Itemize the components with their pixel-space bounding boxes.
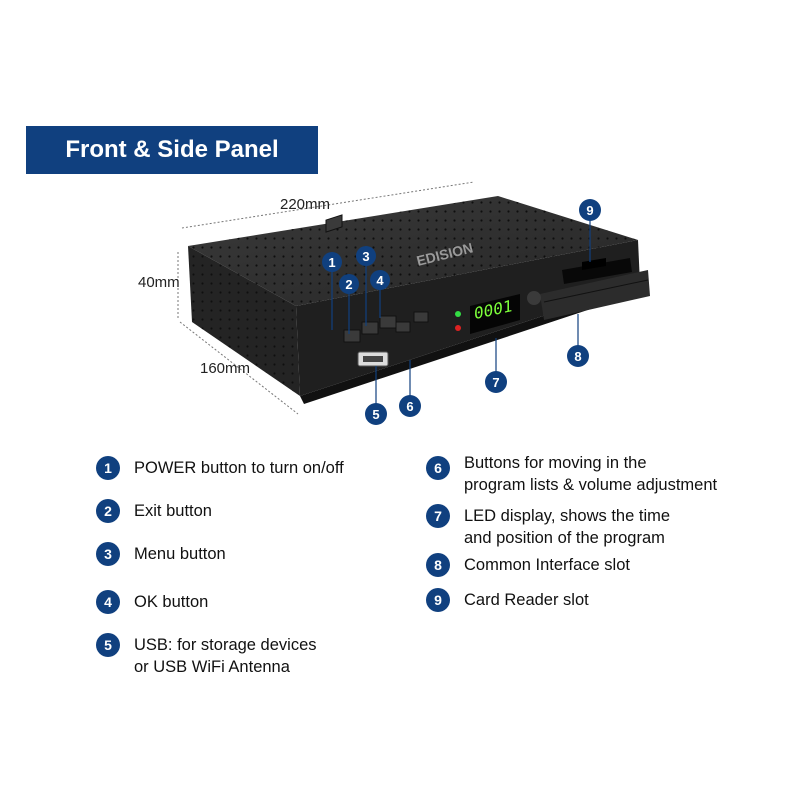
- panel-title-banner: Front & Side Panel: [26, 126, 318, 174]
- legend-text: Common Interface slot: [464, 556, 630, 574]
- legend-text: Card Reader slot: [464, 591, 589, 609]
- legend-text: Menu button: [134, 545, 226, 563]
- legend-item-6: 6 Buttons for moving in the program list…: [426, 452, 717, 496]
- dimension-depth: 160mm: [200, 360, 251, 377]
- legend-badge: 2: [96, 499, 120, 523]
- legend-text: POWER button to turn on/off: [134, 459, 344, 477]
- legend-item-8: 8 Common Interface slot: [426, 553, 630, 577]
- legend-text: Buttons for moving in the: [464, 454, 647, 472]
- card-reader-slot: [562, 258, 632, 284]
- callout-2: 2: [345, 277, 352, 292]
- legend-text: or USB WiFi Antenna: [134, 658, 290, 676]
- callout-8: 8: [574, 349, 581, 364]
- legend-badge: 8: [426, 553, 450, 577]
- dimension-height: 40mm: [138, 274, 180, 291]
- legend-badge: 5: [96, 633, 120, 657]
- legend-item-2: 2 Exit button: [96, 499, 212, 523]
- ir-sensor: [527, 291, 541, 305]
- legend-text: OK button: [134, 593, 209, 611]
- legend-text: program lists & volume adjustment: [464, 476, 718, 494]
- legend-badge: 1: [96, 456, 120, 480]
- legend-text: and position of the program: [464, 529, 665, 547]
- dimension-width: 220mm: [280, 196, 331, 213]
- panel-title: Front & Side Panel: [65, 136, 279, 163]
- legend-badge: 9: [426, 588, 450, 612]
- legend-text: Exit button: [134, 502, 212, 520]
- callout-9: 9: [586, 203, 593, 218]
- legend-item-7: 7 LED display, shows the time and positi…: [426, 504, 671, 549]
- dimension-lines: [177, 181, 475, 415]
- legend-item-1: 1 POWER button to turn on/off: [96, 456, 344, 480]
- callout-3: 3: [362, 249, 369, 264]
- legend-badge: 4: [96, 590, 120, 614]
- callout-4: 4: [376, 273, 384, 288]
- legend-badge: 7: [426, 504, 450, 528]
- legend-item-4: 4 OK button: [96, 590, 209, 614]
- legend-item-9: 9 Card Reader slot: [426, 588, 589, 612]
- legend-badge: 3: [96, 542, 120, 566]
- legend-text: USB: for storage devices: [134, 636, 317, 654]
- device-diagram: 0001 EDISION 1 2 3 4 5 6 7 8 9: [177, 181, 650, 425]
- callout-5: 5: [372, 407, 379, 422]
- callout-markers: 1 2 3 4 5 6 7 8 9: [322, 199, 601, 425]
- legend-item-3: 3 Menu button: [96, 542, 226, 566]
- legend-text: LED display, shows the time: [464, 507, 671, 525]
- legend-item-5: 5 USB: for storage devices or USB WiFi A…: [96, 633, 317, 678]
- callout-1: 1: [328, 255, 335, 270]
- led-display: [470, 294, 520, 334]
- callout-7: 7: [492, 375, 499, 390]
- legend-badge: 6: [426, 456, 450, 480]
- callout-6: 6: [406, 399, 413, 414]
- common-interface-slot: [540, 270, 650, 320]
